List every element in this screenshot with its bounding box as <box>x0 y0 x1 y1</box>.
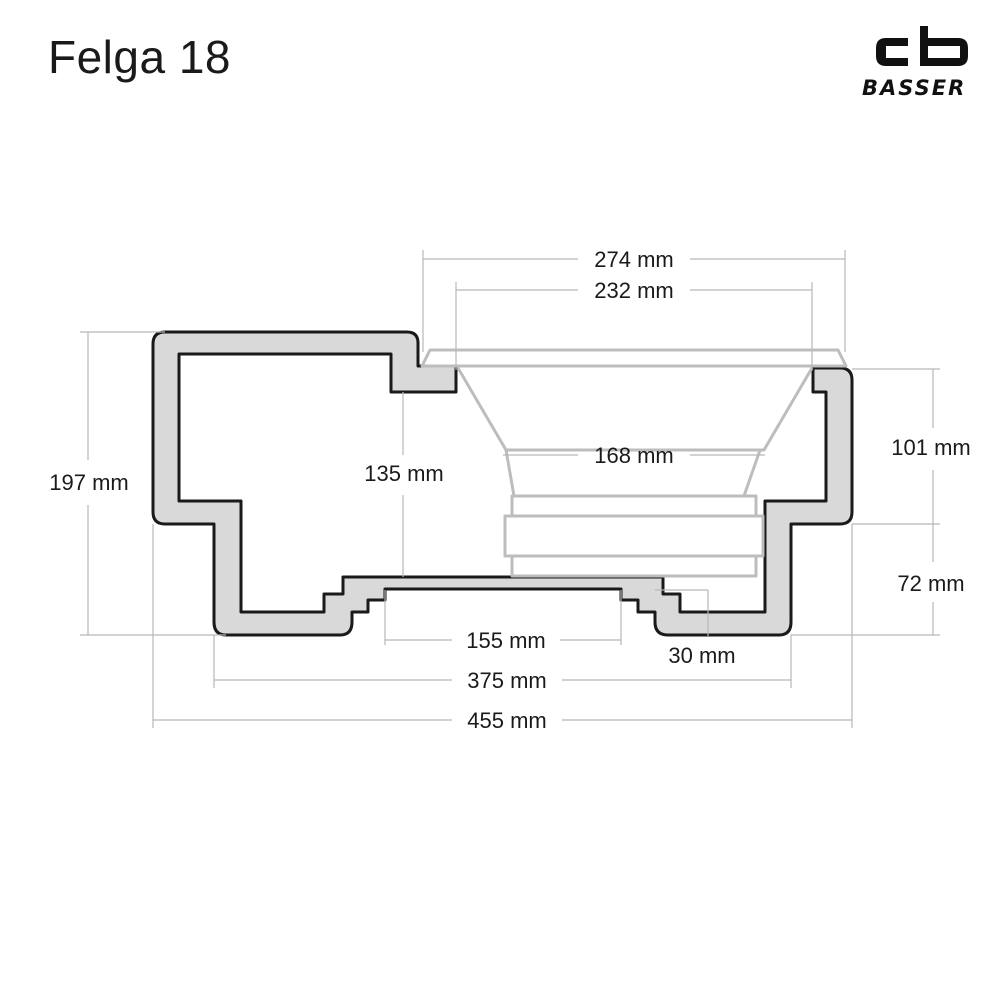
speaker-magnet-top <box>510 494 758 518</box>
left-chamber-wall <box>151 330 854 637</box>
speaker-magnet-bottom <box>510 554 758 578</box>
label-232: 232 mm <box>594 278 673 303</box>
dimension-lines <box>80 250 940 728</box>
speaker-outline <box>420 348 848 578</box>
speaker-magnet-ring <box>503 514 765 558</box>
speaker-cone <box>456 367 814 452</box>
label-168: 168 mm <box>594 443 673 468</box>
label-101: 101 mm <box>891 435 970 460</box>
label-375: 375 mm <box>467 668 546 693</box>
basser-logo-icon <box>876 26 968 66</box>
label-30: 30 mm <box>668 643 735 668</box>
label-274: 274 mm <box>594 247 673 272</box>
enclosure-walls <box>151 330 854 637</box>
logo-wordmark: BASSER <box>862 76 967 100</box>
label-135: 135 mm <box>364 461 443 486</box>
brand-logo: BASSER <box>858 20 988 102</box>
label-72: 72 mm <box>897 571 964 596</box>
label-197: 197 mm <box>49 470 128 495</box>
logo-right-glyph <box>920 26 968 66</box>
dimension-labels: 274 mm 232 mm 168 mm 197 mm 135 mm 101 m… <box>49 247 970 733</box>
label-455: 455 mm <box>467 708 546 733</box>
speaker-flange <box>420 348 848 368</box>
logo-left-glyph <box>876 38 908 66</box>
label-155: 155 mm <box>466 628 545 653</box>
page-title: Felga 18 <box>48 31 232 83</box>
